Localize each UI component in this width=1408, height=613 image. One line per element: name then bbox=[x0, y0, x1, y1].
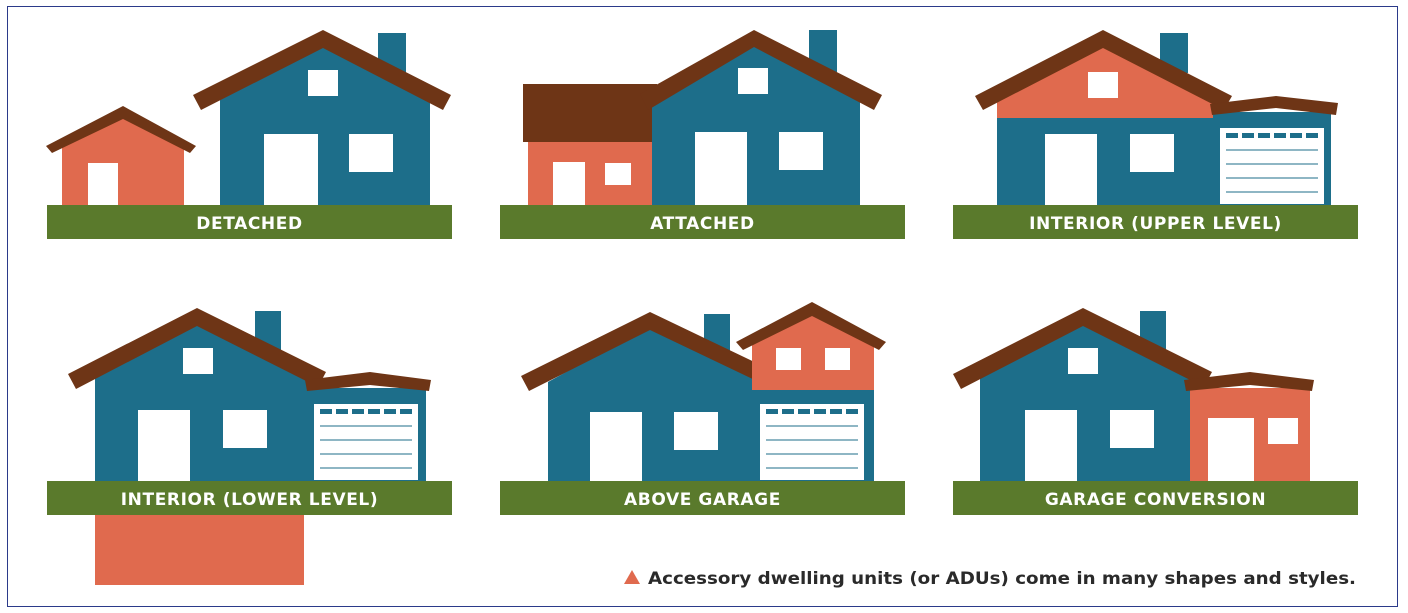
triangle-icon bbox=[624, 570, 640, 584]
panel-attached: ATTACHED bbox=[500, 30, 905, 239]
main-house bbox=[193, 30, 451, 206]
panel-label: INTERIOR (LOWER LEVEL) bbox=[121, 490, 378, 510]
adu-attached-unit bbox=[523, 84, 657, 206]
panel-label: GARAGE CONVERSION bbox=[1045, 490, 1266, 510]
legend: Accessory dwelling units (or ADUs) come … bbox=[624, 569, 1356, 589]
garage bbox=[305, 372, 431, 482]
garage bbox=[1210, 96, 1338, 206]
panel-label: INTERIOR (UPPER LEVEL) bbox=[1029, 214, 1282, 234]
main-house bbox=[975, 30, 1232, 206]
legend-text: Accessory dwelling units (or ADUs) come … bbox=[648, 569, 1356, 589]
panel-label: DETACHED bbox=[196, 214, 302, 234]
garage bbox=[752, 390, 874, 482]
main-house bbox=[953, 308, 1212, 482]
main-house bbox=[640, 30, 882, 206]
panel-interior-upper: INTERIOR (UPPER LEVEL) bbox=[953, 30, 1358, 239]
adu-basement bbox=[95, 515, 304, 585]
panel-label: ABOVE GARAGE bbox=[624, 490, 781, 510]
panel-label: ATTACHED bbox=[650, 214, 754, 234]
adu-converted-garage bbox=[1184, 372, 1314, 482]
panel-interior-lower: INTERIOR (LOWER LEVEL) bbox=[47, 308, 452, 585]
adu-cottage bbox=[46, 106, 196, 206]
panel-above-garage: ABOVE GARAGE bbox=[500, 302, 905, 515]
panel-garage-conversion: GARAGE CONVERSION bbox=[953, 308, 1358, 515]
main-house bbox=[68, 308, 326, 482]
panel-detached: DETACHED bbox=[46, 30, 452, 239]
adu-above-garage bbox=[736, 302, 886, 390]
